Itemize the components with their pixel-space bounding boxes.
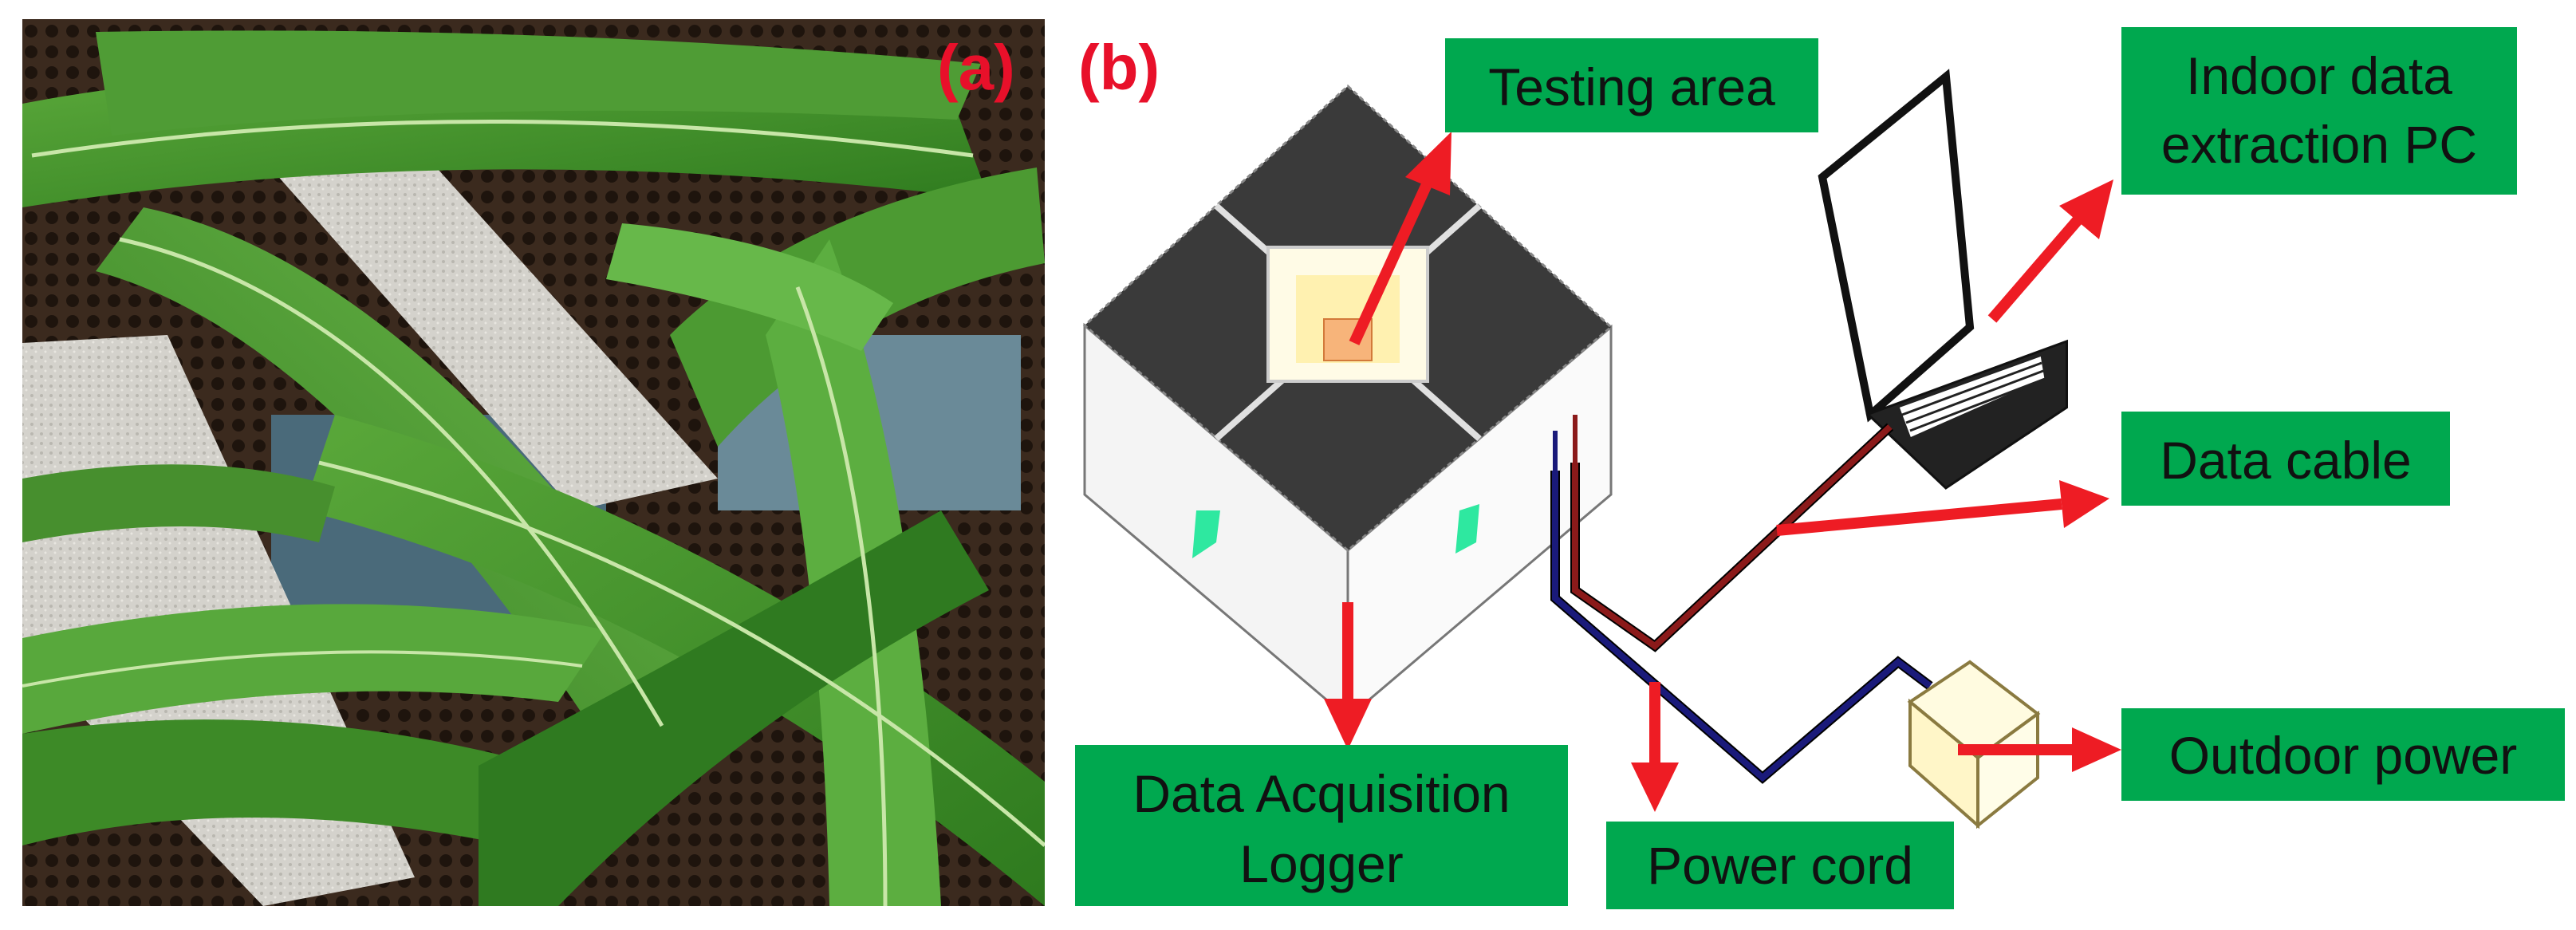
maize-leaves-photo (22, 30, 1045, 906)
panel-label-b: (b) (1078, 32, 1160, 103)
laptop-icon (1818, 69, 2068, 490)
label-outdoor-power: Outdoor power (2121, 708, 2565, 801)
label-power-cord: Power cord (1606, 822, 1954, 909)
label-indoor-pc-line2: extraction PC (2161, 115, 2477, 174)
arrow-power-cord (1631, 682, 1679, 812)
label-outdoor-power-text: Outdoor power (2169, 726, 2518, 785)
label-testing-area: Testing area (1445, 38, 1818, 132)
label-indoor-pc-line1: Indoor data (2186, 46, 2452, 105)
arrow-outdoor-power (1958, 727, 2121, 772)
label-data-cable: Data cable (2121, 412, 2450, 506)
photo-panel (22, 19, 1045, 906)
label-power-cord-text: Power cord (1647, 836, 1913, 895)
arrow-indoor-pc (1987, 179, 2113, 323)
arrow-testing-area (1349, 132, 1451, 345)
arrow-data-logger (1324, 602, 1372, 750)
power-adapter-icon (1907, 660, 2041, 830)
arrow-data-cable (1776, 480, 2109, 536)
label-data-logger-line2: Logger (1239, 834, 1404, 893)
label-data-logger-line1: Data Acquisition (1132, 764, 1510, 823)
label-data-cable-text: Data cable (2160, 431, 2412, 490)
power-cord-line (1550, 471, 1933, 784)
data-cable-line (1570, 423, 1894, 652)
label-indoor-pc: Indoor data extraction PC (2121, 27, 2517, 195)
label-testing-area-text: Testing area (1488, 57, 1775, 116)
label-data-logger: Data Acquisition Logger (1075, 745, 1568, 906)
panel-label-a: (a) (937, 32, 1015, 103)
